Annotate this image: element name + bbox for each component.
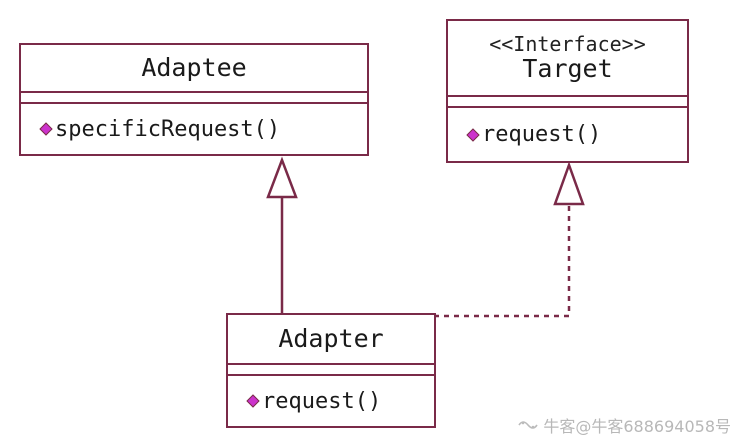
adapter-header: Adapter [228,315,434,363]
watermark-text: 牛客@牛客688694058号 [543,417,731,436]
adaptee-class-name: Adaptee [141,53,247,82]
target-interface[interactable]: <<Interface>> Target request() [446,19,689,163]
target-class-name: Target [522,54,613,83]
target-operation-name: request() [482,122,602,147]
target-stereotype: <<Interface>> [489,32,646,56]
nowcoder-logo-icon [518,421,539,429]
adapter-operation[interactable]: request() [246,389,381,414]
operation-diamond-icon [246,394,260,408]
generalization-arrowhead [266,156,298,199]
operation-diamond-icon [39,122,53,136]
adapter-class[interactable]: Adapter request() [226,313,436,428]
adaptee-class[interactable]: Adaptee specificRequest() [19,43,369,156]
realization-arrowhead [553,161,585,206]
adaptee-header: Adaptee [21,45,367,91]
adaptee-operation[interactable]: specificRequest() [39,117,280,142]
adapter-operations: request() [228,376,434,426]
operation-diamond-icon [466,127,480,142]
adapter-divider [228,363,434,365]
adapter-operation-name: request() [262,388,382,414]
target-operation[interactable]: request() [466,122,601,147]
adaptee-divider [21,91,367,93]
watermark: 牛客@牛客688694058号 [517,413,731,437]
realization-line [434,204,571,318]
adaptee-attributes-compartment [21,93,367,104]
target-attributes-compartment [448,97,687,108]
adapter-attributes-compartment [228,365,434,376]
target-divider [448,95,687,97]
target-header: <<Interface>> Target [448,21,687,95]
adaptee-operations: specificRequest() [21,104,367,154]
target-operations: request() [448,108,687,161]
adaptee-operation-name: specificRequest() [55,116,281,142]
adapter-class-name: Adapter [278,324,384,353]
